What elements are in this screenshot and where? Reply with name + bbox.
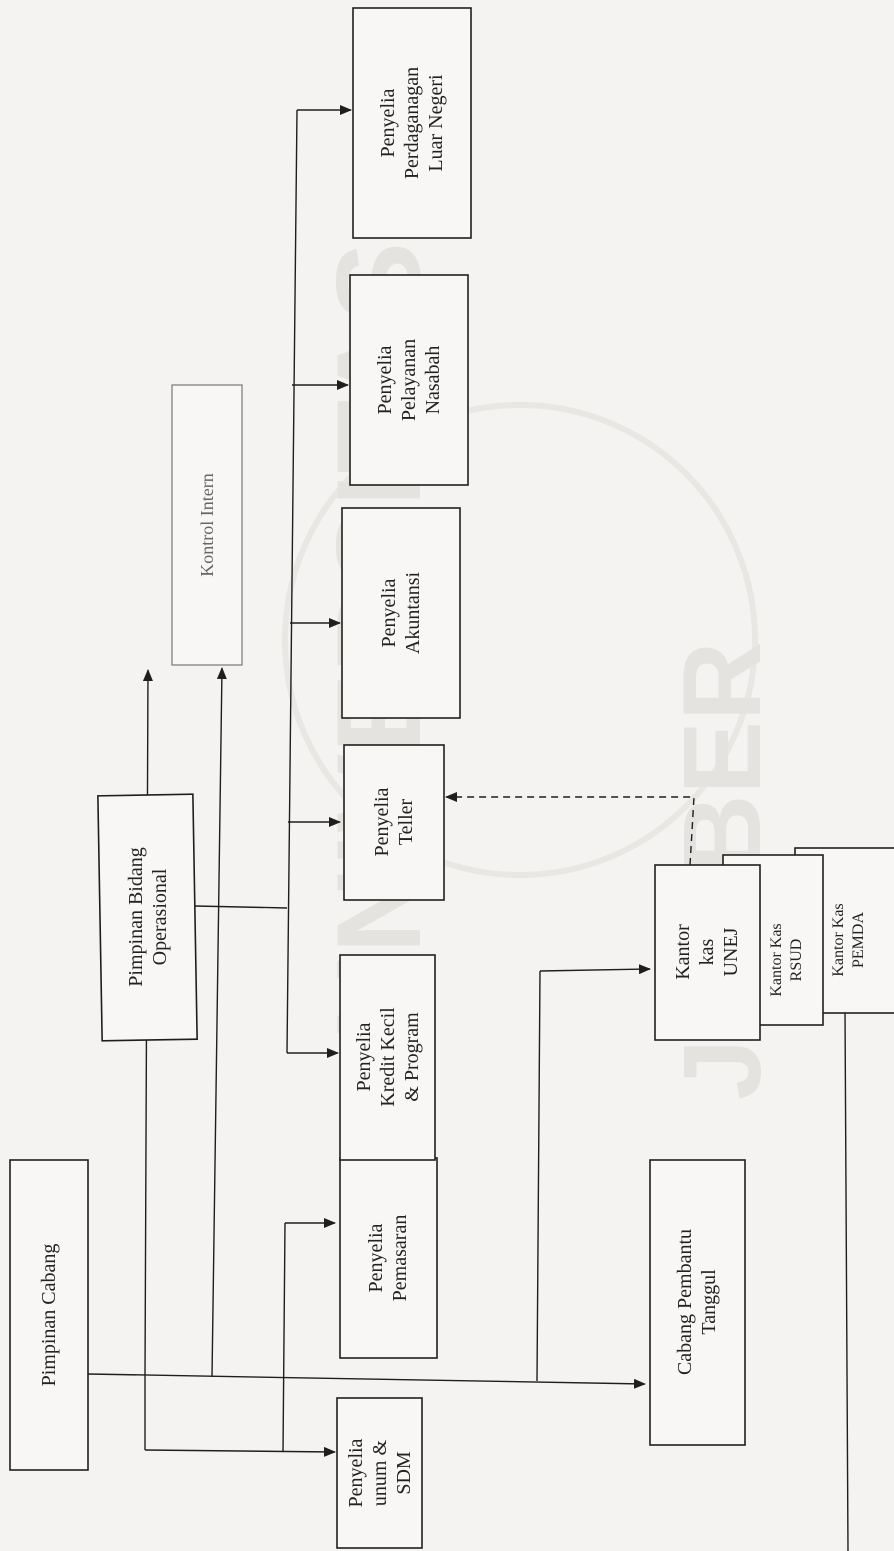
box-pimpinan-bidang-operasional xyxy=(97,793,198,1042)
label-penyelia-kredit-kecil-line: & Program xyxy=(401,1012,423,1102)
label-pimpinan-bidang-operasional-line: Pimpinan Bidang xyxy=(125,847,147,986)
box-penyelia-perdagangan-luar-negeri xyxy=(352,7,472,239)
label-penyelia-pelayanan-nasabah-line: Penyelia xyxy=(374,345,396,414)
label-pimpinan-cabang-line: Pimpinan Cabang xyxy=(38,1244,60,1387)
label-penyelia-akuntansi-line: Penyelia xyxy=(378,578,400,647)
label-kontrol-intern: Kontrol Intern xyxy=(197,473,217,576)
arrow-to-kantor-kas-unej xyxy=(539,964,651,975)
box-kontrol-intern xyxy=(171,384,243,666)
pemda-tail xyxy=(844,1009,849,1551)
label-penyelia-pelayanan-nasabah-line: Pelayanan xyxy=(398,339,420,421)
label-cabang-pembantu-tanggul-line: Tanggul xyxy=(698,1269,720,1335)
label-penyelia-perdagangan-luar-negeri-line: Luar Negeri xyxy=(425,74,447,172)
branch-pemasaran xyxy=(282,1222,286,1453)
label-pimpinan-cabang: Pimpinan Cabang xyxy=(38,1244,60,1387)
watermark-seal xyxy=(282,402,758,878)
connectors xyxy=(87,105,849,1551)
label-penyelia-pemasaran-line: Penyelia xyxy=(365,1223,387,1292)
box-penyelia-teller xyxy=(343,744,445,901)
label-penyelia-kredit-kecil-line: Penyelia xyxy=(353,1022,375,1091)
label-kantor-kas-pemda-line: Kantor Kas xyxy=(830,903,847,976)
label-penyelia-pemasaran-line: Pemasaran xyxy=(389,1215,411,1302)
branch-kantor-kas xyxy=(536,970,541,1382)
label-cabang-pembantu-tanggul-line: Cabang Pembantu xyxy=(674,1229,696,1375)
label-kantor-kas-unej-line: UNEJ xyxy=(720,927,742,976)
label-penyelia-pelayanan-nasabah-line: Nasabah xyxy=(422,346,444,415)
box-penyelia-umum-sdm xyxy=(336,1397,423,1549)
box-kantor-kas-unej xyxy=(654,864,761,1041)
label-penyelia-perdagangan-luar-negeri-line: Penyelia xyxy=(377,88,399,157)
label-penyelia-teller-line: Teller xyxy=(395,798,417,845)
label-kantor-kas-pemda-line: PEMDA xyxy=(850,912,867,968)
arrow-to-kontrol-intern xyxy=(211,667,227,1378)
label-kontrol-intern-line: Kontrol Intern xyxy=(197,473,217,576)
trunk-to-cabang-pembantu xyxy=(87,1373,646,1389)
box-pimpinan-cabang xyxy=(9,1159,89,1471)
arrow-to-penyelia-umum xyxy=(144,1446,336,1457)
label-kantor-kas-rsud-line: Kantor Kas xyxy=(768,923,785,996)
label-penyelia-akuntansi-line: Akuntansi xyxy=(402,571,424,654)
label-penyelia-teller-line: Penyelia xyxy=(371,787,393,856)
label-penyelia-umum-sdm-line: unum & xyxy=(369,1440,391,1507)
label-penyelia-umum-sdm-line: Penyelia xyxy=(345,1438,367,1507)
box-penyelia-akuntansi xyxy=(341,507,461,719)
label-penyelia-umum-sdm-line: SDM xyxy=(393,1451,415,1495)
box-penyelia-kredit-kecil xyxy=(339,954,436,1161)
box-cabang-pembantu-tanggul xyxy=(649,1159,746,1446)
bidang-to-bus xyxy=(194,905,288,909)
label-pimpinan-bidang-operasional-line: Operasional xyxy=(149,868,171,965)
box-penyelia-pelayanan-nasabah xyxy=(349,274,469,486)
boxes xyxy=(9,7,894,1549)
label-kantor-kas-unej-line: Kantor xyxy=(672,924,694,980)
label-kantor-kas-rsud-line: RSUD xyxy=(788,939,805,982)
box-penyelia-pemasaran xyxy=(339,1157,438,1359)
label-penyelia-kredit-kecil-line: Kredit Kecil xyxy=(377,1007,399,1107)
dashed-unej-to-teller xyxy=(445,792,695,866)
label-kantor-kas-unej-line: kas xyxy=(696,938,718,965)
label-penyelia-perdagangan-luar-negeri-line: Perdaganagan xyxy=(401,67,423,179)
penyelia-bus xyxy=(286,109,298,1054)
